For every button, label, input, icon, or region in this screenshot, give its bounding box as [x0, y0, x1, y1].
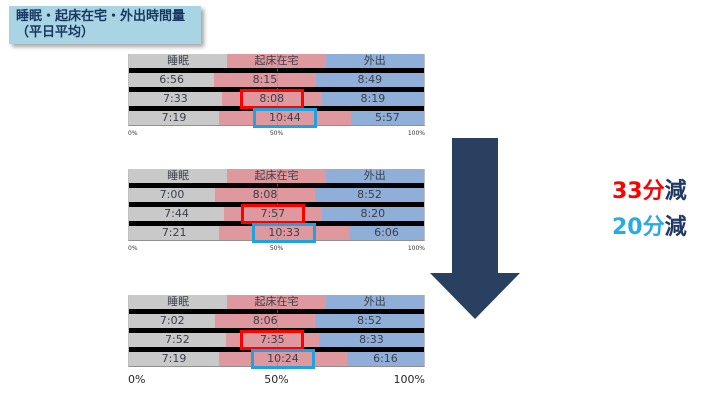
highlight-box-blue	[250, 349, 315, 369]
annotation-blue-decrease: 20分減	[612, 215, 687, 241]
highlight-box-blue	[252, 223, 317, 243]
axis-tick: 100%	[407, 130, 425, 137]
bar-segment-home: 10:33	[219, 226, 350, 240]
highlight-box-red	[240, 204, 305, 224]
bar-segment-sleep: 7:52	[129, 333, 226, 347]
bar-segment-sleep: 7:02	[129, 314, 216, 328]
column-header-sleep: 睡眠	[129, 295, 228, 309]
bar-segment-sleep: 7:33	[129, 92, 222, 106]
bar-segment-out: 5:57	[350, 111, 424, 125]
axis-tick: 0%	[128, 245, 138, 252]
highlight-box-red	[240, 330, 305, 350]
highlight-box-red	[239, 89, 304, 109]
highlight-box-blue	[252, 108, 317, 128]
axis-tick: 100%	[393, 373, 425, 386]
bar-segment-home: 7:57	[223, 207, 322, 221]
bar-segment-home: 8:08	[221, 92, 322, 106]
chart-title-box: 睡眠・起床在宅・外出時間量 （平日平均）	[9, 6, 201, 44]
chart-title-line2: （平日平均）	[16, 25, 95, 40]
axis-tick: 50%	[264, 373, 289, 386]
annotation-red-suffix: 減	[664, 179, 687, 204]
bar-segment-out: 8:20	[321, 207, 424, 221]
annotation-red-decrease: 33分減	[612, 179, 687, 205]
bar-segment-out: 8:52	[315, 188, 424, 202]
bar-segment-home: 8:06	[215, 314, 315, 328]
bar-segment-sleep: 7:21	[129, 226, 220, 240]
axis-tick: 50%	[269, 245, 284, 252]
axis-tick: 50%	[269, 130, 284, 137]
header-row: 睡眠起床在宅外出	[129, 169, 424, 183]
bar-segment-out: 6:16	[346, 352, 424, 366]
axis-tick: 100%	[407, 245, 425, 252]
bar-segment-home: 8:15	[214, 73, 316, 87]
bar-segment-home: 8:08	[215, 188, 315, 202]
bar-segment-out: 6:06	[349, 226, 424, 240]
axis-tick: 0%	[128, 373, 146, 386]
chart-title-line1: 睡眠・起床在宅・外出時間量	[16, 9, 186, 24]
bar-segment-home: 7:35	[225, 333, 319, 347]
axis-ticks: 0% 50% 100%	[128, 373, 425, 387]
bar-segment-out: 8:52	[315, 314, 424, 328]
column-header-out: 外出	[325, 295, 424, 309]
column-header-home: 起床在宅	[227, 54, 326, 68]
down-arrow-shaft-icon	[452, 138, 498, 274]
bar-segment-sleep: 7:00	[129, 188, 216, 202]
bar-segment-out: 8:49	[315, 73, 424, 87]
bar-segment-sleep: 7:19	[129, 111, 219, 125]
annotation-blue-value: 20分	[612, 215, 665, 240]
bar-segment-sleep: 6:56	[129, 73, 215, 87]
annotation-blue-suffix: 減	[664, 215, 687, 240]
header-row: 睡眠起床在宅外出	[129, 295, 424, 309]
axis-ticks: 0% 50% 100%	[128, 130, 425, 138]
column-header-home: 起床在宅	[227, 295, 326, 309]
column-header-out: 外出	[325, 54, 424, 68]
axis-ticks: 0% 50% 100%	[128, 245, 425, 253]
column-header-sleep: 睡眠	[129, 54, 228, 68]
down-arrow-head-icon	[430, 273, 520, 319]
column-header-home: 起床在宅	[227, 169, 326, 183]
column-header-sleep: 睡眠	[129, 169, 228, 183]
column-header-out: 外出	[325, 169, 424, 183]
bar-segment-sleep: 7:19	[129, 352, 219, 366]
bar-segment-out: 8:19	[321, 92, 424, 106]
annotation-red-value: 33分	[612, 179, 665, 204]
axis-tick: 0%	[128, 130, 138, 137]
header-row: 睡眠起床在宅外出	[129, 54, 424, 68]
bar-segment-out: 8:33	[318, 333, 424, 347]
bar-segment-sleep: 7:44	[129, 207, 224, 221]
